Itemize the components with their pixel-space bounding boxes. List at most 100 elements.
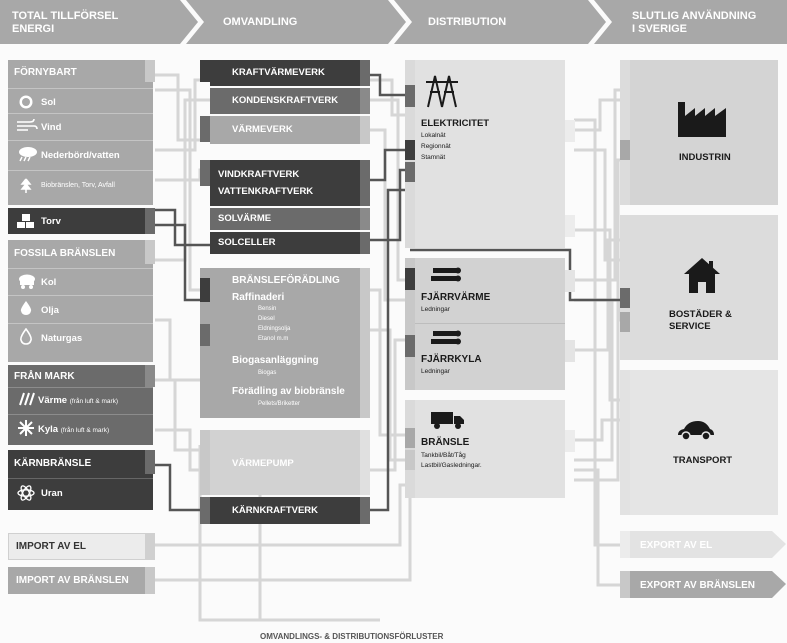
export-el-label: EXPORT AV EL	[640, 540, 713, 551]
connector-tab	[405, 258, 415, 390]
header-chevrons	[0, 0, 787, 44]
kyla-label: Kyla (från luft & mark)	[38, 424, 109, 435]
fjarrkyla-title: FJÄRRKYLA	[421, 354, 482, 365]
connector-tab	[200, 497, 210, 524]
divider	[8, 88, 153, 89]
connector-tab	[620, 60, 630, 205]
connector-tab	[145, 533, 155, 560]
snowflake-icon	[17, 419, 35, 442]
connector-tab	[360, 497, 370, 524]
el-line-stamnat: Stamnät	[421, 154, 446, 161]
flow-line	[155, 378, 210, 452]
divider	[8, 414, 153, 415]
product-etanol: Etanol m.m	[258, 336, 289, 342]
vind-vatten-box	[210, 160, 360, 206]
connector-tab	[200, 160, 210, 186]
biogas-label: Biogasanläggning	[232, 355, 319, 366]
connector-tab	[620, 215, 630, 360]
flow-line	[574, 418, 630, 442]
car-icon	[676, 418, 716, 447]
gas-drop-icon	[19, 327, 33, 350]
solvarme-label: SOLVÄRME	[218, 213, 272, 224]
connector-tab	[360, 268, 370, 418]
flow-line	[155, 318, 210, 382]
vattenkraftverk-label: VATTENKRAFTVERK	[218, 186, 314, 197]
divider	[8, 140, 153, 141]
connector-tab	[200, 430, 210, 495]
divider	[8, 478, 153, 479]
varmeverk-label: VÄRMEVERK	[232, 124, 293, 135]
sol-label: Sol	[41, 97, 56, 108]
header-col3: DISTRIBUTION	[428, 16, 507, 28]
transport-box	[630, 370, 778, 515]
flow-line-dark	[368, 73, 405, 97]
fossila-panel	[8, 240, 153, 362]
atom-icon	[17, 484, 35, 507]
connector-tab	[200, 60, 210, 82]
divider	[8, 170, 153, 171]
karnbransle-panel	[8, 450, 153, 510]
varmeverk-box	[210, 116, 360, 144]
connector-tab	[405, 450, 415, 470]
connector-tab	[565, 340, 575, 362]
connector-tab	[360, 232, 370, 254]
flow-line	[574, 468, 630, 587]
naturgas-label: Naturgas	[41, 333, 83, 344]
factory-icon	[676, 98, 728, 143]
el-line-regionnat: Regionnät	[421, 143, 451, 150]
rain-cloud-icon	[16, 146, 38, 167]
connector-tab	[405, 140, 415, 160]
connector-tab	[405, 335, 415, 357]
flow-line	[155, 98, 210, 262]
kyla-sub: (från luft & mark)	[60, 427, 110, 434]
wind-icon	[16, 118, 38, 139]
connector-tab	[405, 85, 415, 107]
connector-tab	[145, 450, 155, 474]
connector-tab	[620, 370, 630, 515]
plant-icon	[20, 178, 32, 199]
solceller-label: SOLCELLER	[218, 237, 276, 248]
bransle-title: BRÄNSLE	[421, 437, 470, 448]
varme-sub: (från luft & mark)	[69, 398, 119, 405]
kraftvarmeverk-box	[210, 60, 360, 86]
flow-line	[368, 128, 405, 302]
karnkraftverk-label: KÄRNKRAFTVERK	[232, 505, 319, 516]
uran-label: Uran	[41, 488, 63, 499]
flow-line	[368, 328, 405, 462]
biobransle-label: Biobränslen, Torv, Avfall	[41, 182, 115, 189]
connector-tab	[565, 430, 575, 452]
export-arrows	[620, 531, 786, 598]
connector-tab	[565, 270, 575, 292]
header-col1-line1: TOTAL TILLFÖRSEL	[12, 10, 119, 22]
connector-tab	[145, 208, 155, 234]
fornybart-panel	[8, 60, 153, 205]
connector-tab	[620, 312, 630, 332]
divider	[8, 295, 153, 296]
vind-label: Vind	[41, 122, 62, 133]
fornybart-title: FÖRNYBART	[14, 67, 77, 78]
header-col4: SLUTLIG ANVÄNDNING I SVERIGE	[632, 10, 756, 36]
connector-tab	[405, 400, 415, 498]
connector-tab	[145, 365, 155, 387]
product-bensin: Bensin	[258, 306, 277, 312]
torv-label: Torv	[41, 216, 61, 227]
connector-tab	[360, 60, 370, 86]
foradling-sub: Pellets/Briketter	[258, 401, 301, 407]
bostader-line2: SERVICE	[669, 321, 711, 332]
connector-tab	[405, 162, 415, 182]
fossila-title: FOSSILA BRÄNSLEN	[14, 248, 116, 259]
flow-line-dark	[155, 208, 210, 247]
coal-cart-icon	[17, 273, 37, 294]
connector-tab	[360, 430, 370, 495]
flow-line	[574, 118, 630, 547]
kondenskraftverk-box	[210, 88, 360, 114]
bransle-line-1: Tankbil/Båt/Tåg	[421, 452, 466, 459]
product-diesel: Diesel	[258, 316, 275, 322]
connector-tab	[405, 428, 415, 448]
house-icon	[682, 256, 722, 299]
vindkraftverk-label: VINDKRAFTVERK	[218, 169, 300, 180]
connector-tab	[620, 288, 630, 308]
divider	[8, 268, 153, 269]
connector-tab	[360, 160, 370, 206]
